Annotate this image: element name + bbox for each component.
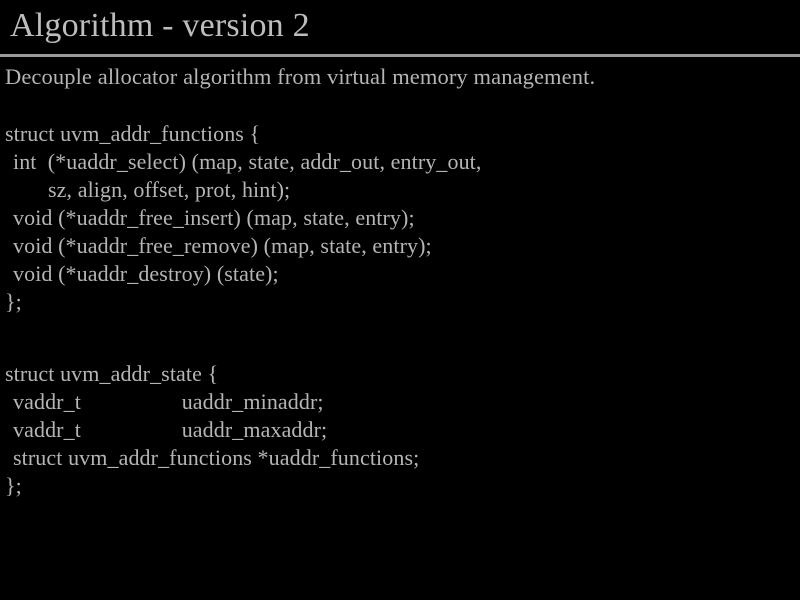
code-line: vaddr_t uaddr_minaddr; [13,389,324,414]
code-line: void (*uaddr_free_remove) (map, state, e… [13,233,432,258]
code-line: }; [5,289,22,314]
code-line: void (*uaddr_free_insert) (map, state, e… [13,205,415,230]
spacer-line [0,316,800,344]
code-line: void (*uaddr_destroy) (state); [13,261,279,286]
code-line: int (*uaddr_select) (map, state, addr_ou… [13,149,482,174]
intro-text: Decouple allocator algorithm from virtua… [5,64,596,89]
code-line: sz, align, offset, prot, hint); [48,177,291,202]
title-divider [0,54,800,57]
spacer-line [0,344,800,360]
code-line: struct uvm_addr_state { [5,361,219,386]
code-line: }; [5,473,22,498]
slide-body: Decouple allocator algorithm from virtua… [0,62,800,500]
page-title: Algorithm - version 2 [10,7,310,44]
code-line: vaddr_t uaddr_maxaddr; [13,417,328,442]
code-line: struct uvm_addr_functions { [5,121,261,146]
spacer-line [0,92,800,120]
code-block: struct uvm_addr_functions { int (*uaddr_s… [0,92,800,500]
code-line: struct uvm_addr_functions *uaddr_functio… [13,445,420,470]
